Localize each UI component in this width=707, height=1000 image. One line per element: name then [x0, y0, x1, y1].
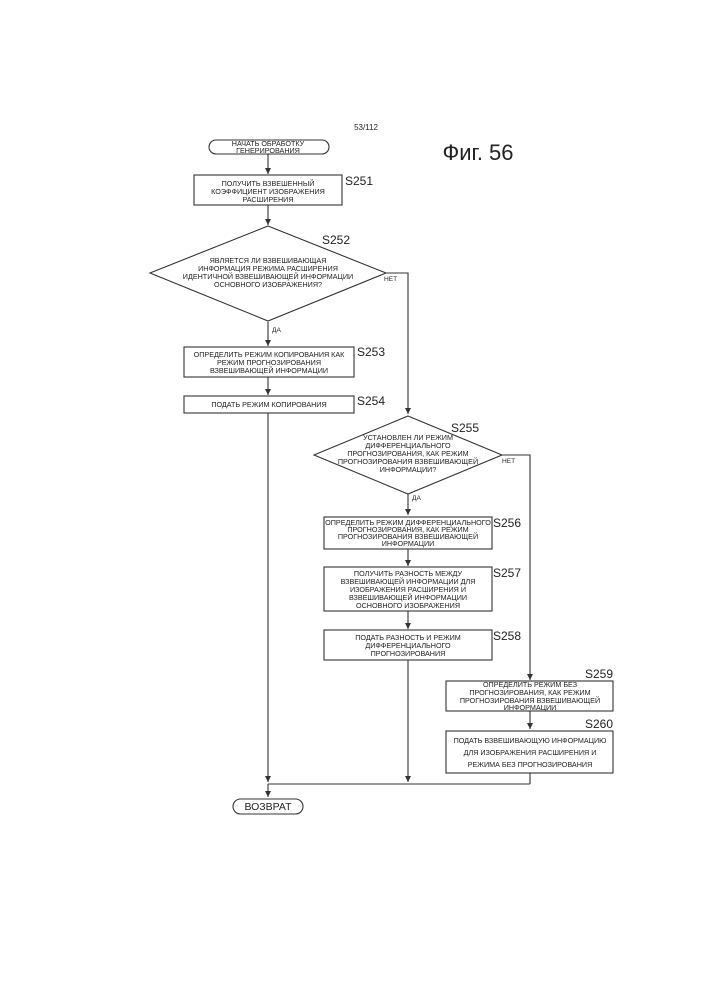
s254-text-line-1: ПОДАТЬ РЕЖИМ КОПИРОВАНИЯ — [211, 400, 326, 409]
s255-no: НЕТ — [502, 458, 515, 465]
step-s256: ОПРЕДЕЛИТЬ РЕЖИМ ДИФФЕРЕНЦИАЛЬНОГО ПРОГН… — [324, 516, 521, 549]
step-s257: ПОЛУЧИТЬ РАЗНОСТЬ МЕЖДУ ВЗВЕШИВАЮЩЕЙ ИНФ… — [324, 566, 521, 611]
return-text: ВОЗВРАТ — [244, 801, 292, 813]
s260-text-line-2: ДЛЯ ИЗОБРАЖЕНИЯ РАСШИРЕНИЯ И — [464, 748, 597, 757]
s252-yes: ДА — [272, 327, 281, 334]
s255-text-line-5: ИНФОРМАЦИИ? — [380, 465, 437, 474]
step-s251: ПОЛУЧИТЬ ВЗВЕШЕННЫЙ КОЭФФИЦИЕНТ ИЗОБРАЖЕ… — [194, 174, 373, 205]
s260-text-line-3: РЕЖИМА БЕЗ ПРОГНОЗИРОВАНИЯ — [468, 760, 593, 769]
s253-label: S253 — [357, 345, 385, 359]
s254-label: S254 — [357, 394, 385, 408]
s256-text-line-4: ИНФОРМАЦИИ — [382, 539, 435, 548]
step-s253: ОПРЕДЕЛИТЬ РЕЖИМ КОПИРОВАНИЯ КАК РЕЖИМ П… — [184, 345, 385, 377]
s252-text-line-4: ОСНОВНОГО ИЗОБРАЖЕНИЯ? — [214, 280, 322, 289]
decision-s255: УСТАНОВЛЕН ЛИ РЕЖИМ ДИФФЕРЕНЦИАЛЬНОГО ПР… — [314, 416, 515, 502]
s255-label: S255 — [451, 421, 479, 435]
page-number: 53/112 — [354, 123, 378, 132]
figure-label: Фиг. 56 — [442, 140, 513, 165]
s259-label: S259 — [585, 667, 613, 681]
s253-text-line-3: ВЗВЕШИВАЮЩЕЙ ИНФОРМАЦИИ — [210, 366, 328, 375]
s259-text-line-4: ИНФОРМАЦИИ — [504, 703, 557, 712]
s251-label: S251 — [345, 174, 373, 188]
decision-s252: ЯВЛЯЕТСЯ ЛИ ВЗВЕШИВАЮЩАЯ ИНФОРМАЦИЯ РЕЖИ… — [150, 226, 397, 334]
step-s258: ПОДАТЬ РАЗНОСТЬ И РЕЖИМ ДИФФЕРЕНЦИАЛЬНОГ… — [324, 629, 521, 660]
s251-text-line-3: РАСШИРЕНИЯ — [242, 195, 293, 204]
s256-label: S256 — [493, 516, 521, 530]
s252-label: S252 — [322, 233, 350, 247]
s258-label: S258 — [493, 629, 521, 643]
s260-text-line-1: ПОДАТЬ ВЗВЕШИВАЮЩУЮ ИНФОРМАЦИЮ — [454, 736, 607, 745]
s252-no: НЕТ — [384, 276, 397, 283]
s255-yes: ДА — [412, 495, 421, 502]
return-terminal: ВОЗВРАТ — [233, 799, 303, 814]
step-s254: ПОДАТЬ РЕЖИМ КОПИРОВАНИЯ S254 — [184, 394, 385, 413]
start-text-line-2: ГЕНЕРИРОВАНИЯ — [236, 146, 300, 155]
s257-label: S257 — [493, 566, 521, 580]
s258-text-line-3: ПРОГНОЗИРОВАНИЯ — [371, 649, 446, 658]
s257-text-line-5: ОСНОВНОГО ИЗОБРАЖЕНИЯ — [356, 601, 460, 610]
s260-label: S260 — [585, 717, 613, 731]
start-terminal: НАЧАТЬ ОБРАБОТКУ ГЕНЕРИРОВАНИЯ — [209, 139, 329, 155]
